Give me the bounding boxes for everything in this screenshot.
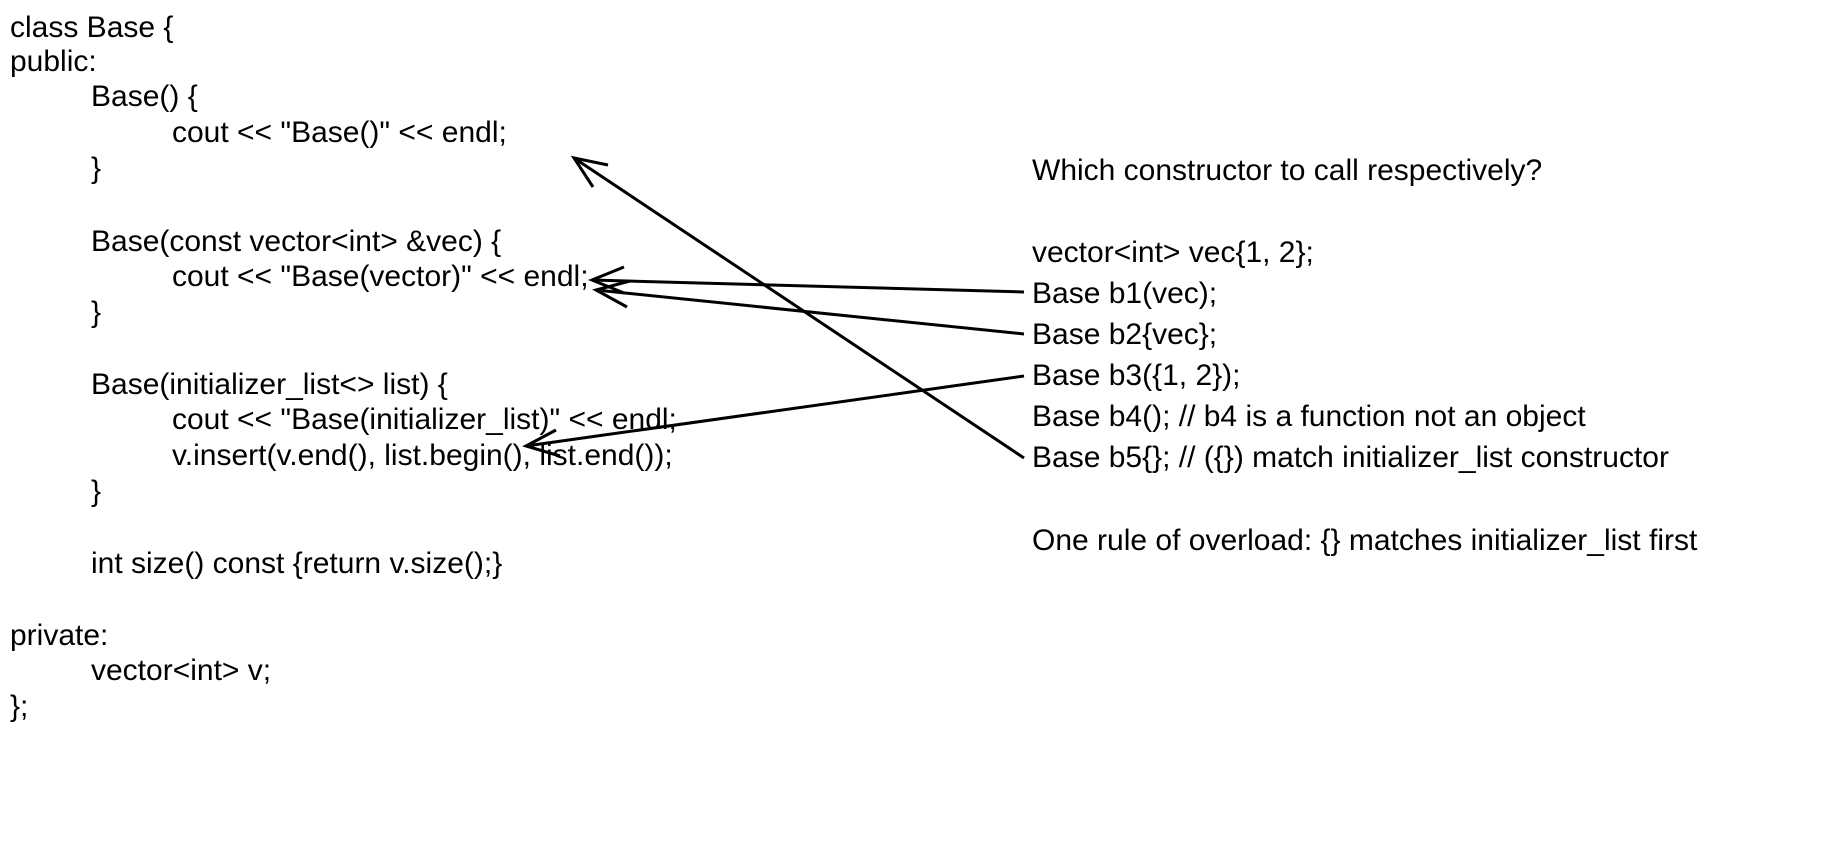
code-line: cout << "Base()" << endl;: [172, 116, 507, 149]
code-line: private:: [10, 619, 109, 652]
code-line: public:: [10, 45, 97, 78]
code-line: }: [91, 475, 102, 508]
arrow-b2-to-vector-ctor: [591, 279, 1025, 336]
call-line: Base b4(); // b4 is a function not an ob…: [1032, 400, 1586, 433]
code-line: v.insert(v.end(), list.begin(), list.end…: [172, 439, 673, 472]
code-line: class Base {: [10, 11, 174, 44]
call-line: Base b3({1, 2});: [1032, 359, 1241, 392]
call-line: Base b2{vec};: [1032, 318, 1218, 351]
question-text: Which constructor to call respectively?: [1032, 154, 1543, 187]
call-line: vector<int> vec{1, 2};: [1032, 236, 1314, 269]
code-line: Base(const vector<int> &vec) {: [91, 225, 502, 258]
code-line: }: [91, 152, 102, 185]
code-line: Base(initializer_list<> list) {: [91, 368, 448, 401]
code-line: cout << "Base(initializer_list)" << endl…: [172, 403, 677, 436]
call-line: Base b1(vec);: [1032, 277, 1218, 310]
call-line: Base b5{}; // ({}) match initializer_lis…: [1032, 441, 1669, 474]
code-line: };: [10, 690, 29, 723]
code-line: }: [91, 296, 102, 329]
rule-text: One rule of overload: {} matches initial…: [1032, 524, 1698, 557]
code-line: int size() const {return v.size();}: [91, 547, 503, 580]
code-line: Base() {: [91, 80, 198, 113]
code-line: cout << "Base(vector)" << endl;: [172, 260, 589, 293]
arrow-b1-to-vector-ctor: [588, 265, 1025, 295]
code-line: vector<int> v;: [91, 654, 272, 687]
